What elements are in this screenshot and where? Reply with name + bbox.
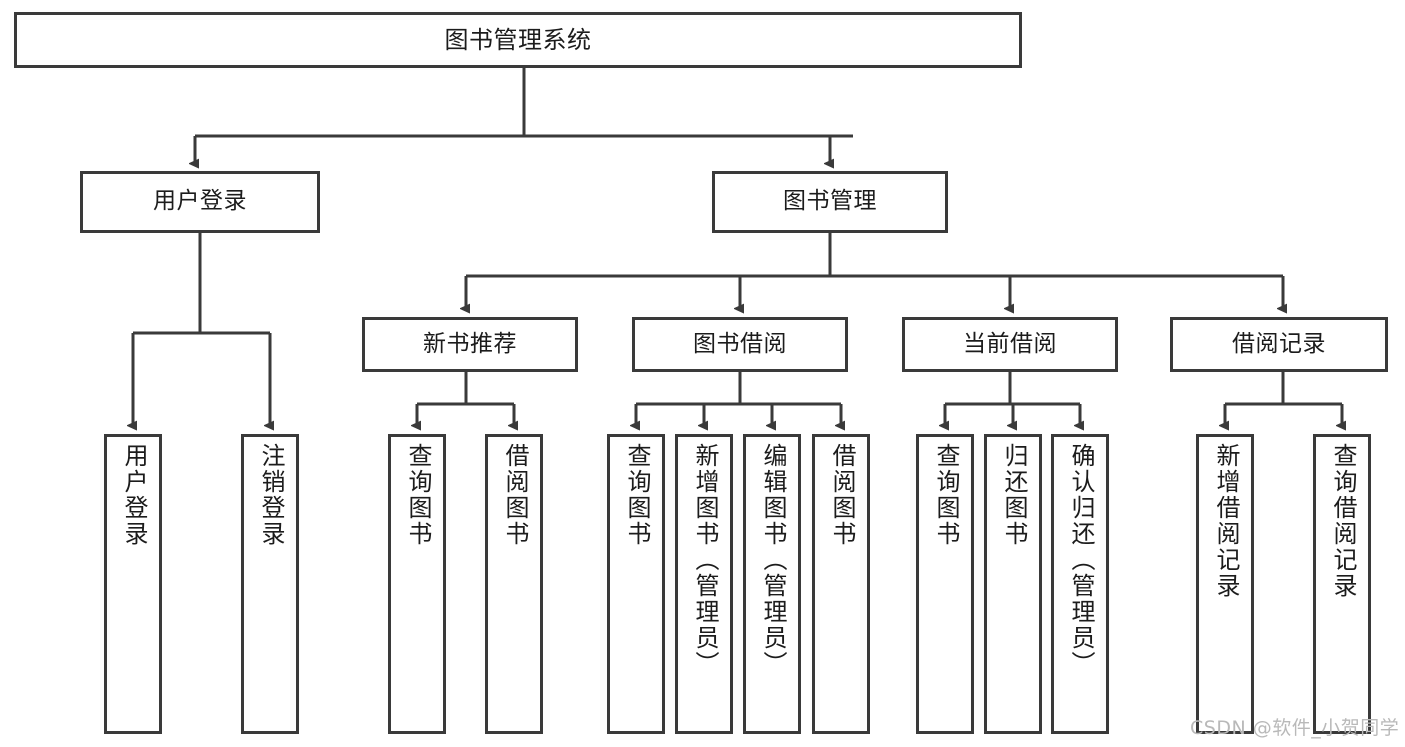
node-leaf-logout[interactable]: 注销登录 xyxy=(241,434,299,734)
node-new-book-recommend[interactable]: 新书推荐 xyxy=(362,317,578,372)
node-leaf-user-login[interactable]: 用户登录 xyxy=(104,434,162,734)
node-leaf-add-record[interactable]: 新增借阅记录 xyxy=(1196,434,1254,734)
node-leaf-query-book-3[interactable]: 查询图书 xyxy=(916,434,974,734)
node-leaf-return-book[interactable]: 归还图书 xyxy=(984,434,1042,734)
node-leaf-add-book-label: 新增图书（管理员） xyxy=(690,443,719,677)
node-leaf-query-book-2-label: 查询图书 xyxy=(622,443,651,547)
node-leaf-borrow-book-2-label: 借阅图书 xyxy=(827,443,856,547)
node-leaf-query-book-2[interactable]: 查询图书 xyxy=(607,434,665,734)
node-leaf-query-book-3-label: 查询图书 xyxy=(931,443,960,547)
node-user-login-label: 用户登录 xyxy=(153,188,247,215)
node-leaf-user-login-label: 用户登录 xyxy=(119,443,148,547)
node-leaf-query-record-label: 查询借阅记录 xyxy=(1328,443,1357,599)
node-root-label: 图书管理系统 xyxy=(444,25,592,54)
node-root[interactable]: 图书管理系统 xyxy=(14,12,1022,68)
node-leaf-confirm-return[interactable]: 确认归还（管理员） xyxy=(1051,434,1109,734)
node-borrow-record[interactable]: 借阅记录 xyxy=(1170,317,1388,372)
node-new-book-recommend-label: 新书推荐 xyxy=(423,330,517,357)
node-leaf-borrow-book-2[interactable]: 借阅图书 xyxy=(812,434,870,734)
node-current-borrow-label: 当前借阅 xyxy=(963,330,1057,357)
node-leaf-add-record-label: 新增借阅记录 xyxy=(1211,443,1240,599)
node-leaf-edit-book-label: 编辑图书（管理员） xyxy=(758,443,787,677)
node-leaf-edit-book[interactable]: 编辑图书（管理员） xyxy=(743,434,801,734)
node-leaf-query-record[interactable]: 查询借阅记录 xyxy=(1313,434,1371,734)
node-leaf-query-book-1[interactable]: 查询图书 xyxy=(388,434,446,734)
node-book-management[interactable]: 图书管理 xyxy=(712,171,948,233)
node-book-management-label: 图书管理 xyxy=(783,188,877,215)
node-borrow-record-label: 借阅记录 xyxy=(1232,330,1326,357)
node-user-login[interactable]: 用户登录 xyxy=(80,171,320,233)
node-leaf-borrow-book-1-label: 借阅图书 xyxy=(500,443,529,547)
node-book-borrow[interactable]: 图书借阅 xyxy=(632,317,848,372)
node-leaf-confirm-return-label: 确认归还（管理员） xyxy=(1066,443,1095,677)
node-leaf-borrow-book-1[interactable]: 借阅图书 xyxy=(485,434,543,734)
node-current-borrow[interactable]: 当前借阅 xyxy=(902,317,1118,372)
node-book-borrow-label: 图书借阅 xyxy=(693,330,787,357)
csdn-watermark: CSDN @软件_小贺同学 xyxy=(1190,717,1400,739)
node-leaf-logout-label: 注销登录 xyxy=(256,443,285,547)
node-leaf-add-book[interactable]: 新增图书（管理员） xyxy=(675,434,733,734)
node-leaf-query-book-1-label: 查询图书 xyxy=(403,443,432,547)
node-leaf-return-book-label: 归还图书 xyxy=(999,443,1028,547)
